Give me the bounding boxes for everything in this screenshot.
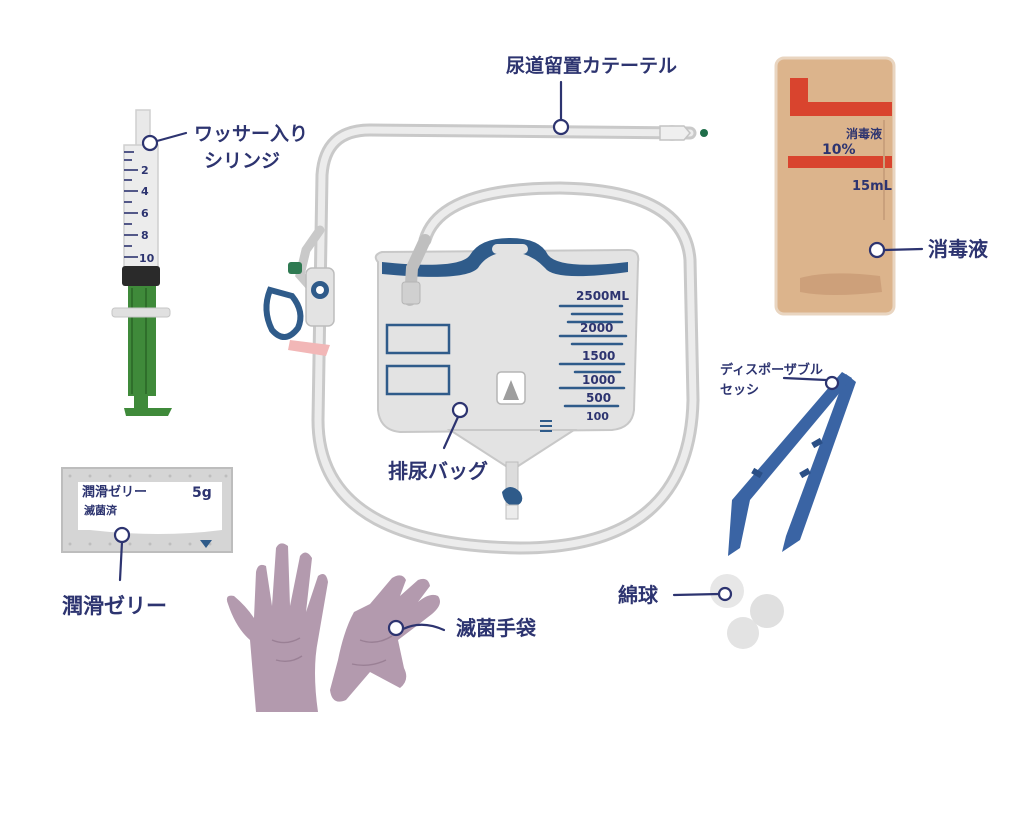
cotton-pin [717,586,733,602]
cotton-leader [672,592,721,597]
lubricant-jelly-pack: 潤滑ゼリー 5g 滅菌済 [61,467,233,553]
label-jelly: 潤滑ゼリー [62,594,167,618]
cotton-balls [710,574,784,649]
bag-scale-1000: 1000 [582,373,615,387]
syringe-scale-2: 2 [141,164,149,177]
bag-scale-1500: 1500 [582,349,615,363]
jelly-pin [113,526,131,544]
label-syringe-1: ワッサー入り [194,123,308,145]
syringe-pin [141,134,159,152]
syringe-scale-4: 4 [141,185,149,198]
syringe: 2 4 6 8 10 [111,109,172,416]
label-gloves: 滅菌手袋 [456,616,537,640]
syringe-scale-10: 10 [139,252,155,265]
sterile-gloves [226,543,440,712]
jelly-pack-note: 滅菌済 [84,503,118,517]
jelly-pack-name: 潤滑ゼリー [82,484,147,500]
label-bag: 排尿バッグ [388,459,488,483]
disinfectant-pack-name: 消毒液 [846,126,882,141]
disinfectant-pack-volume: 15mL [852,179,892,194]
gloves-leader [401,623,446,632]
disinfectant-pin [868,241,886,259]
syringe-scale-8: 8 [141,229,149,242]
syringe-scale-6: 6 [141,207,149,220]
jelly-leader [118,540,124,582]
catheter-tube [311,123,700,555]
disinfectant-leader [882,247,924,252]
bag-scale-500: 500 [586,391,611,405]
disposable-tweezers [728,372,856,556]
syringe-leader [155,131,188,143]
label-tweezers-2: セッシ [720,383,759,398]
label-syringe-2: シリンジ [204,150,280,172]
tweezers-pin [824,375,840,391]
label-cotton: 綿球 [618,583,659,607]
bag-scale-100: 100 [586,410,609,423]
jelly-pack-weight: 5g [192,485,212,501]
bag-pin [451,401,469,419]
catheter-pin [552,118,570,136]
bag-scale: 2500ML 2000 1500 1000 500 100 [558,289,629,423]
catheter-tip [659,125,708,141]
disinfectant-pack: 消毒液 10% 15mL [774,56,896,316]
bag-leader [442,415,460,450]
tweezers-leader [782,376,828,382]
label-tweezers-1: ディスポーザブル [720,362,823,378]
bag-scale-2500: 2500ML [576,289,629,303]
label-catheter: 尿道留置カテーテル [506,54,677,77]
catheter-ports [263,225,335,356]
gloves-pin [387,619,405,637]
bag-scale-2000: 2000 [580,321,613,335]
urine-bag [374,234,640,520]
disinfectant-pack-concentration: 10% [822,142,856,158]
label-disinfectant: 消毒液 [928,237,989,261]
